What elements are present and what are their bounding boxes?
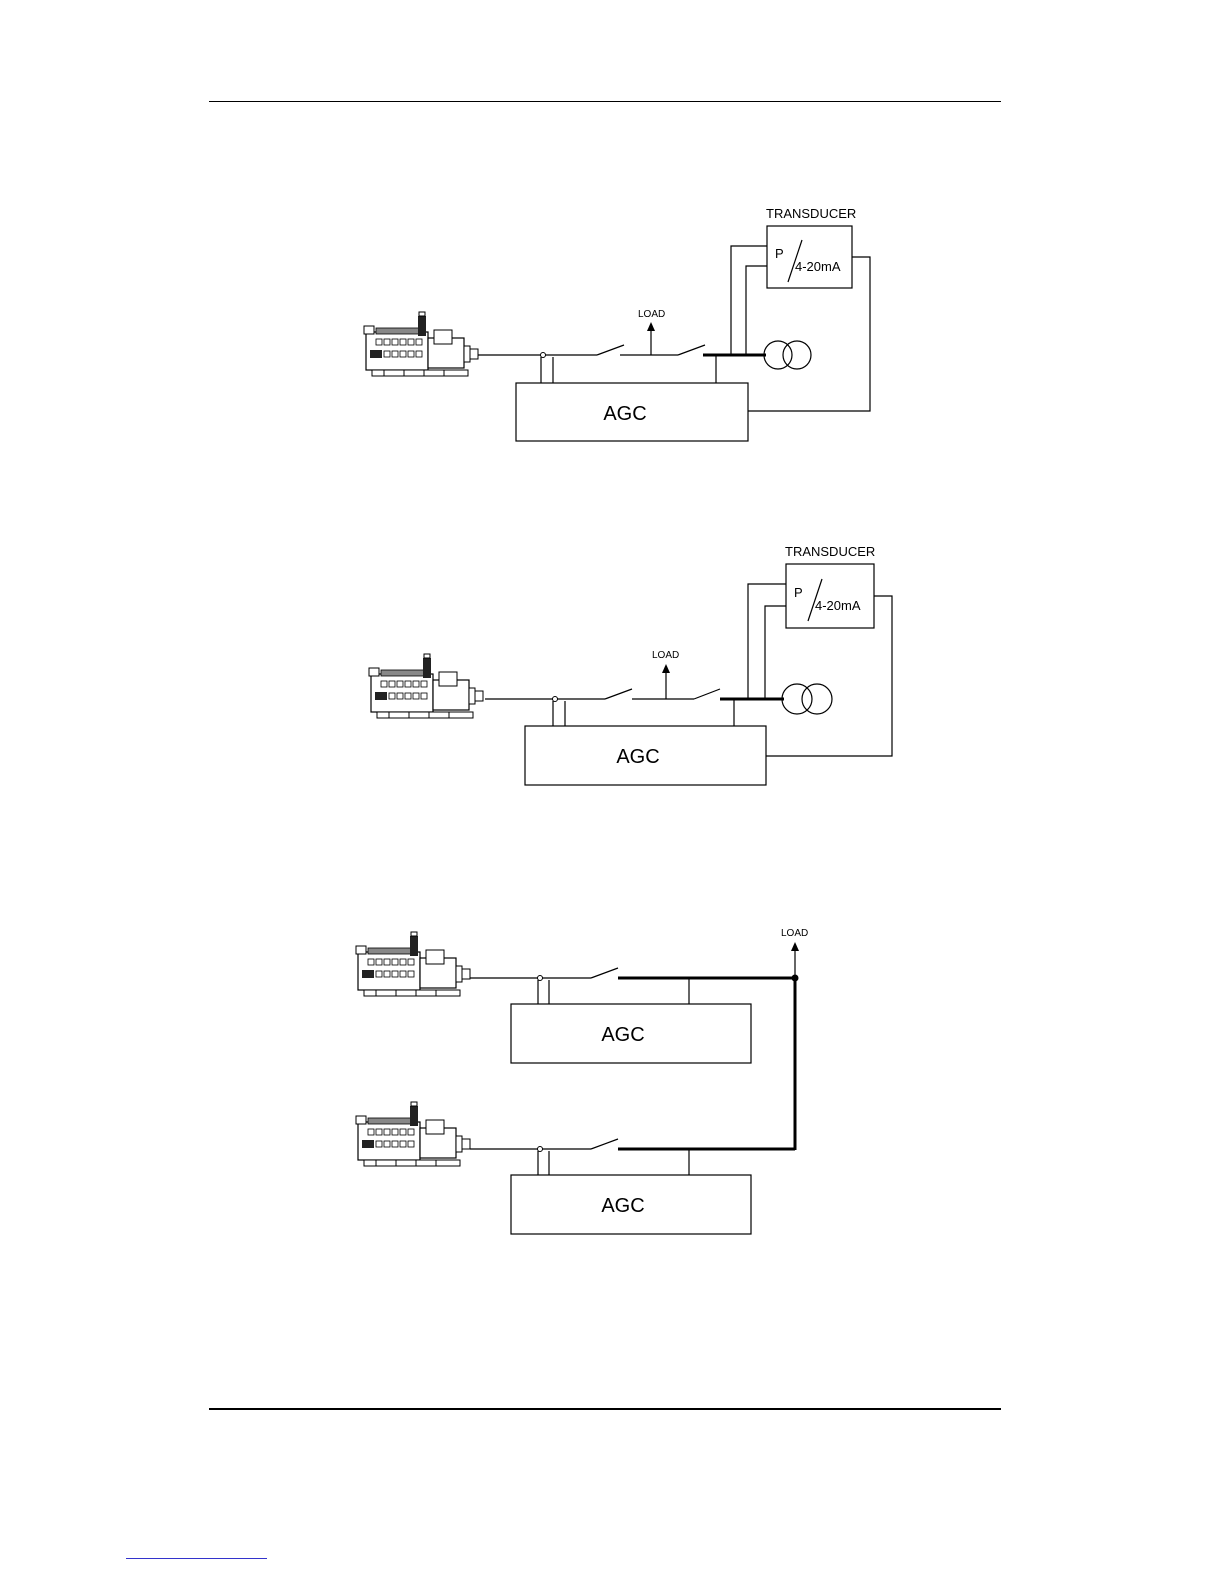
breaker-switch (591, 1139, 618, 1149)
transducer-output: 4-20mA (795, 259, 841, 274)
load-arrow-icon (662, 664, 670, 699)
transducer-input: P (794, 585, 803, 600)
load-label: LOAD (652, 650, 679, 661)
load-label: LOAD (638, 309, 665, 320)
current-transformer-icon (764, 341, 811, 369)
breaker-switch (591, 968, 618, 978)
load-arrow-icon (647, 322, 655, 355)
generator-set-icon (369, 654, 483, 718)
diagram-3: AGC AGC LOAD (356, 928, 808, 1234)
transducer-label: TRANSDUCER (766, 206, 856, 221)
transducer-output: 4-20mA (815, 598, 861, 613)
agc-label: AGC (603, 403, 646, 425)
load-arrow-icon (791, 942, 799, 978)
diagram-2: LOAD TRANSDUCER P 4-20mA AGC (369, 544, 892, 785)
breaker-switch (678, 345, 705, 355)
generator-set-icon (364, 312, 478, 376)
generator-set-icon (356, 932, 470, 996)
load-label: LOAD (781, 928, 808, 939)
breaker-switch (605, 689, 632, 699)
transducer-input: P (775, 246, 784, 261)
current-transformer-icon (782, 684, 832, 714)
transducer-label: TRANSDUCER (785, 544, 875, 559)
generator-set-icon (356, 1102, 470, 1166)
breaker-switch (597, 345, 624, 355)
agc-label: AGC (601, 1195, 644, 1217)
breaker-switch (694, 689, 720, 699)
agc-label: AGC (601, 1024, 644, 1046)
diagram-1: LOAD TRANSDUCER P 4-20mA AGC (364, 206, 870, 441)
agc-label: AGC (616, 746, 659, 768)
